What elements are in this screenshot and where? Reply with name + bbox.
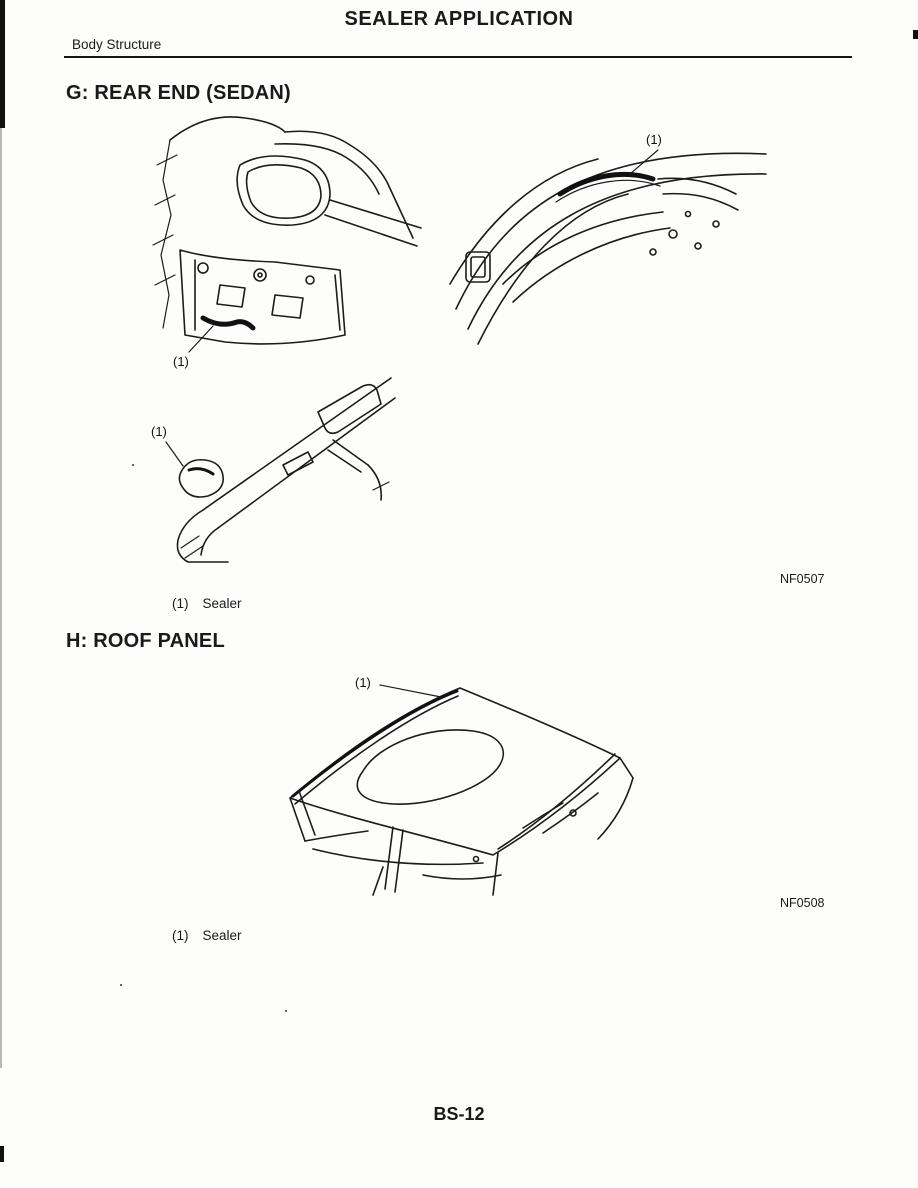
scan-dot [120,984,122,986]
pillar-grommet [465,251,491,283]
hole [569,809,577,817]
rear-quarter-drawing: (1) [152,116,422,369]
figure-roof-panel: (1) [243,663,673,913]
sealer-bead [200,315,256,331]
car-body-line-art [449,152,767,345]
callout-leader [379,684,442,698]
page-number: BS-12 [433,1104,485,1124]
scan-artifact [0,1146,4,1162]
legend-sealer-roof-panel: (1) Sealer [172,928,242,943]
hole [197,262,209,274]
hole [694,242,702,250]
breadcrumb: Body Structure [72,37,162,52]
hole [305,275,315,285]
callout-leader [188,325,214,353]
hole [649,248,657,256]
legend-index: (1) [172,596,189,611]
window-opening [236,155,331,226]
scan-artifact [913,30,918,39]
callout-leader [629,149,659,175]
hole [668,229,678,239]
torn-edge [176,509,229,563]
car-body-line-art [152,116,422,345]
sealer-area [178,458,225,498]
figure-rear-pillar-corner: (1) [133,370,398,575]
roof-outline [289,687,621,856]
scan-artifact [0,0,5,128]
legend-label: Sealer [202,596,242,611]
pillar-corner-drawing: (1) [151,377,396,563]
sunroof-opening [356,729,505,805]
figure-roof-rear-corner: (1) [448,124,773,349]
section-heading-roof-panel: H: ROOF PANEL [66,630,225,652]
callout-1: (1) [173,354,189,369]
car-body-line-art [176,377,396,563]
window-opening [317,383,382,435]
inner-panel [179,249,346,345]
hole [253,268,267,282]
figure-rear-quarter-cutaway: (1) [125,110,435,372]
sealer-bead [557,171,656,197]
hole [712,220,720,228]
section-heading-rear-end: G: REAR END (SEDAN) [66,82,291,104]
hole [472,855,480,863]
scan-artifact [0,128,2,1068]
scan-dot [285,1010,287,1012]
legend-index: (1) [172,928,189,943]
callout-1: (1) [151,424,167,439]
scan-dot [132,464,134,466]
page-title: SEALER APPLICATION [344,8,574,30]
callout-1: (1) [646,132,662,147]
figure-code-nf0507: NF0507 [780,572,825,586]
header-rule [64,56,852,58]
torn-edge [160,139,172,329]
callout-leader [165,441,184,467]
callout-1: (1) [355,675,371,690]
legend-sealer-rear-end: (1) Sealer [172,596,242,611]
roof-panel-drawing: (1) [289,675,634,896]
legend-label: Sealer [202,928,242,943]
car-body-line-art [289,687,634,896]
sealer-bead [291,689,459,798]
figure-code-nf0508: NF0508 [780,896,825,910]
hole [684,210,692,218]
slot [282,451,314,476]
sealer-bead [187,467,215,476]
roof-corner-drawing: (1) [449,132,767,345]
